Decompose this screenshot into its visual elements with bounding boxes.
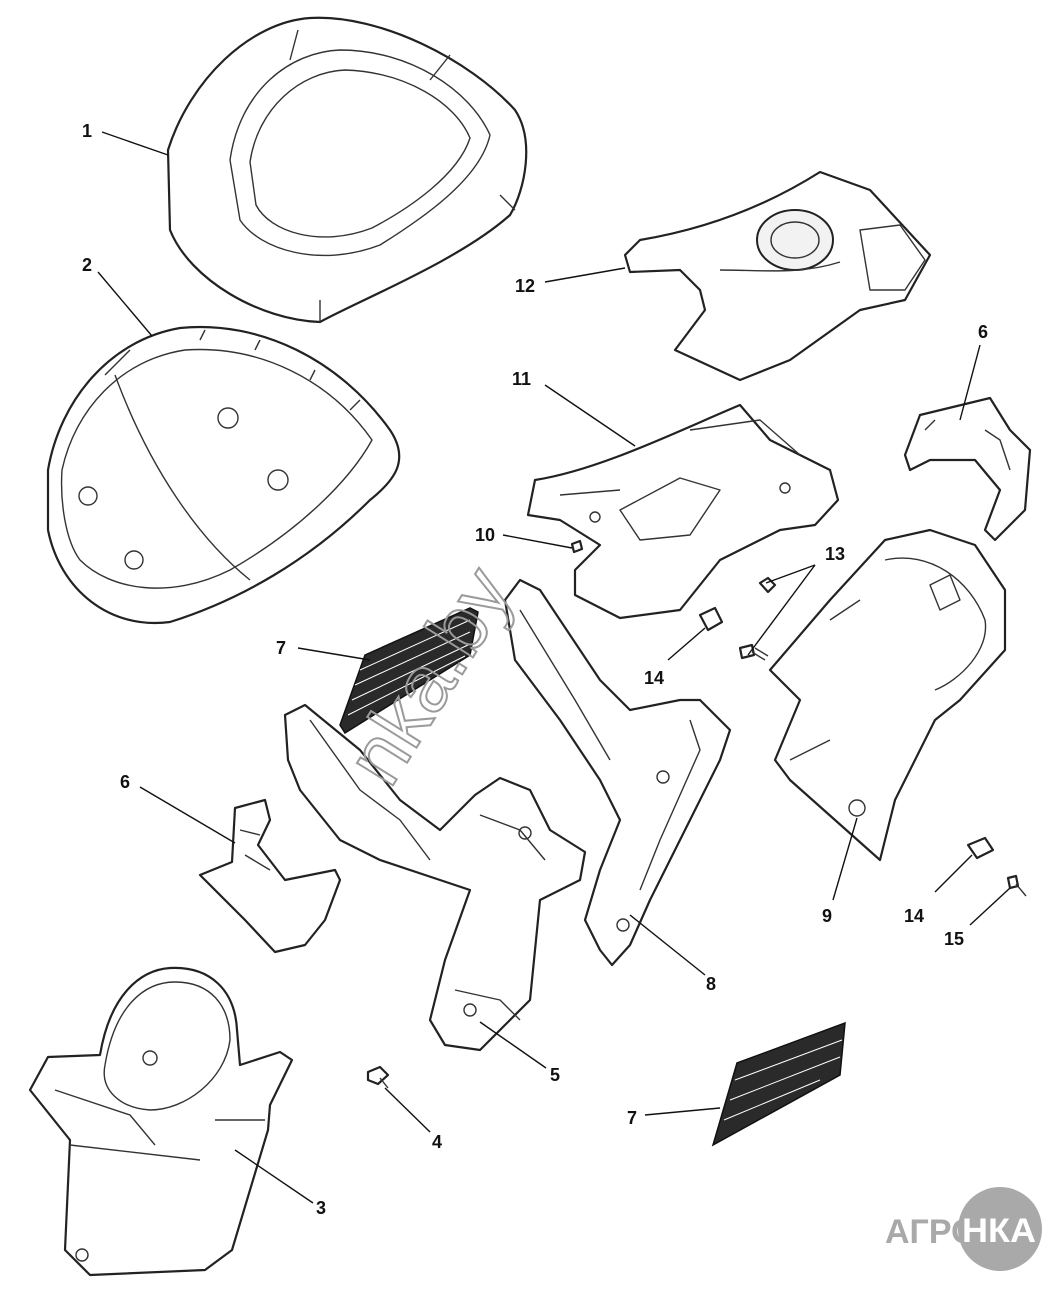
part-15-screw [1006,874,1027,897]
callout-12: 12 [515,276,535,296]
part-11-lower-shroud [526,403,840,620]
callout-7-lower: 7 [627,1108,637,1128]
callout-1: 1 [82,121,92,141]
part-12-upper-shroud [623,170,932,382]
callout-3: 3 [316,1198,326,1218]
part-13-screws [738,576,777,661]
callout-13: 13 [825,544,845,564]
logo-circle [958,1187,1042,1271]
callout-14-lower: 14 [904,906,924,926]
part-5-support-bracket [283,703,587,1052]
part-6-bracket-right [903,396,1032,542]
callout-5: 5 [550,1065,560,1085]
part-1-cluster-bezel [166,16,528,324]
callout-15: 15 [944,929,964,949]
callout-10: 10 [475,525,495,545]
part-14-clip-lower [966,836,995,860]
callout-8: 8 [706,974,716,994]
callout-labels: 1 2 3 4 5 6 6 7 7 8 9 10 11 12 13 14 14 … [82,121,988,1218]
part-3-knee-bolster [28,966,294,1277]
agronka-logo: АГРО НКА [885,1187,1042,1271]
callout-4: 4 [432,1132,442,1152]
callout-7-upper: 7 [276,638,286,658]
part-7-grille-upper [339,607,479,735]
part-9-column-trim [768,528,1007,862]
logo-right-text: НКА [962,1212,1036,1250]
callout-14-upper: 14 [644,668,664,688]
callout-2: 2 [82,255,92,275]
part-8-side-bracket [503,578,732,967]
leader-lines [97,131,1011,1204]
part-4-bolt [366,1065,390,1089]
callout-9: 9 [822,906,832,926]
callout-6-left: 6 [120,772,130,792]
callout-11: 11 [512,369,531,389]
part-10-screw [570,539,584,554]
part-6-bracket-left [198,798,342,954]
part-2-cluster-housing [46,325,401,625]
part-7-grille-lower [711,1021,846,1147]
part-14-clip-upper [698,606,724,632]
callout-6-right: 6 [978,322,988,342]
